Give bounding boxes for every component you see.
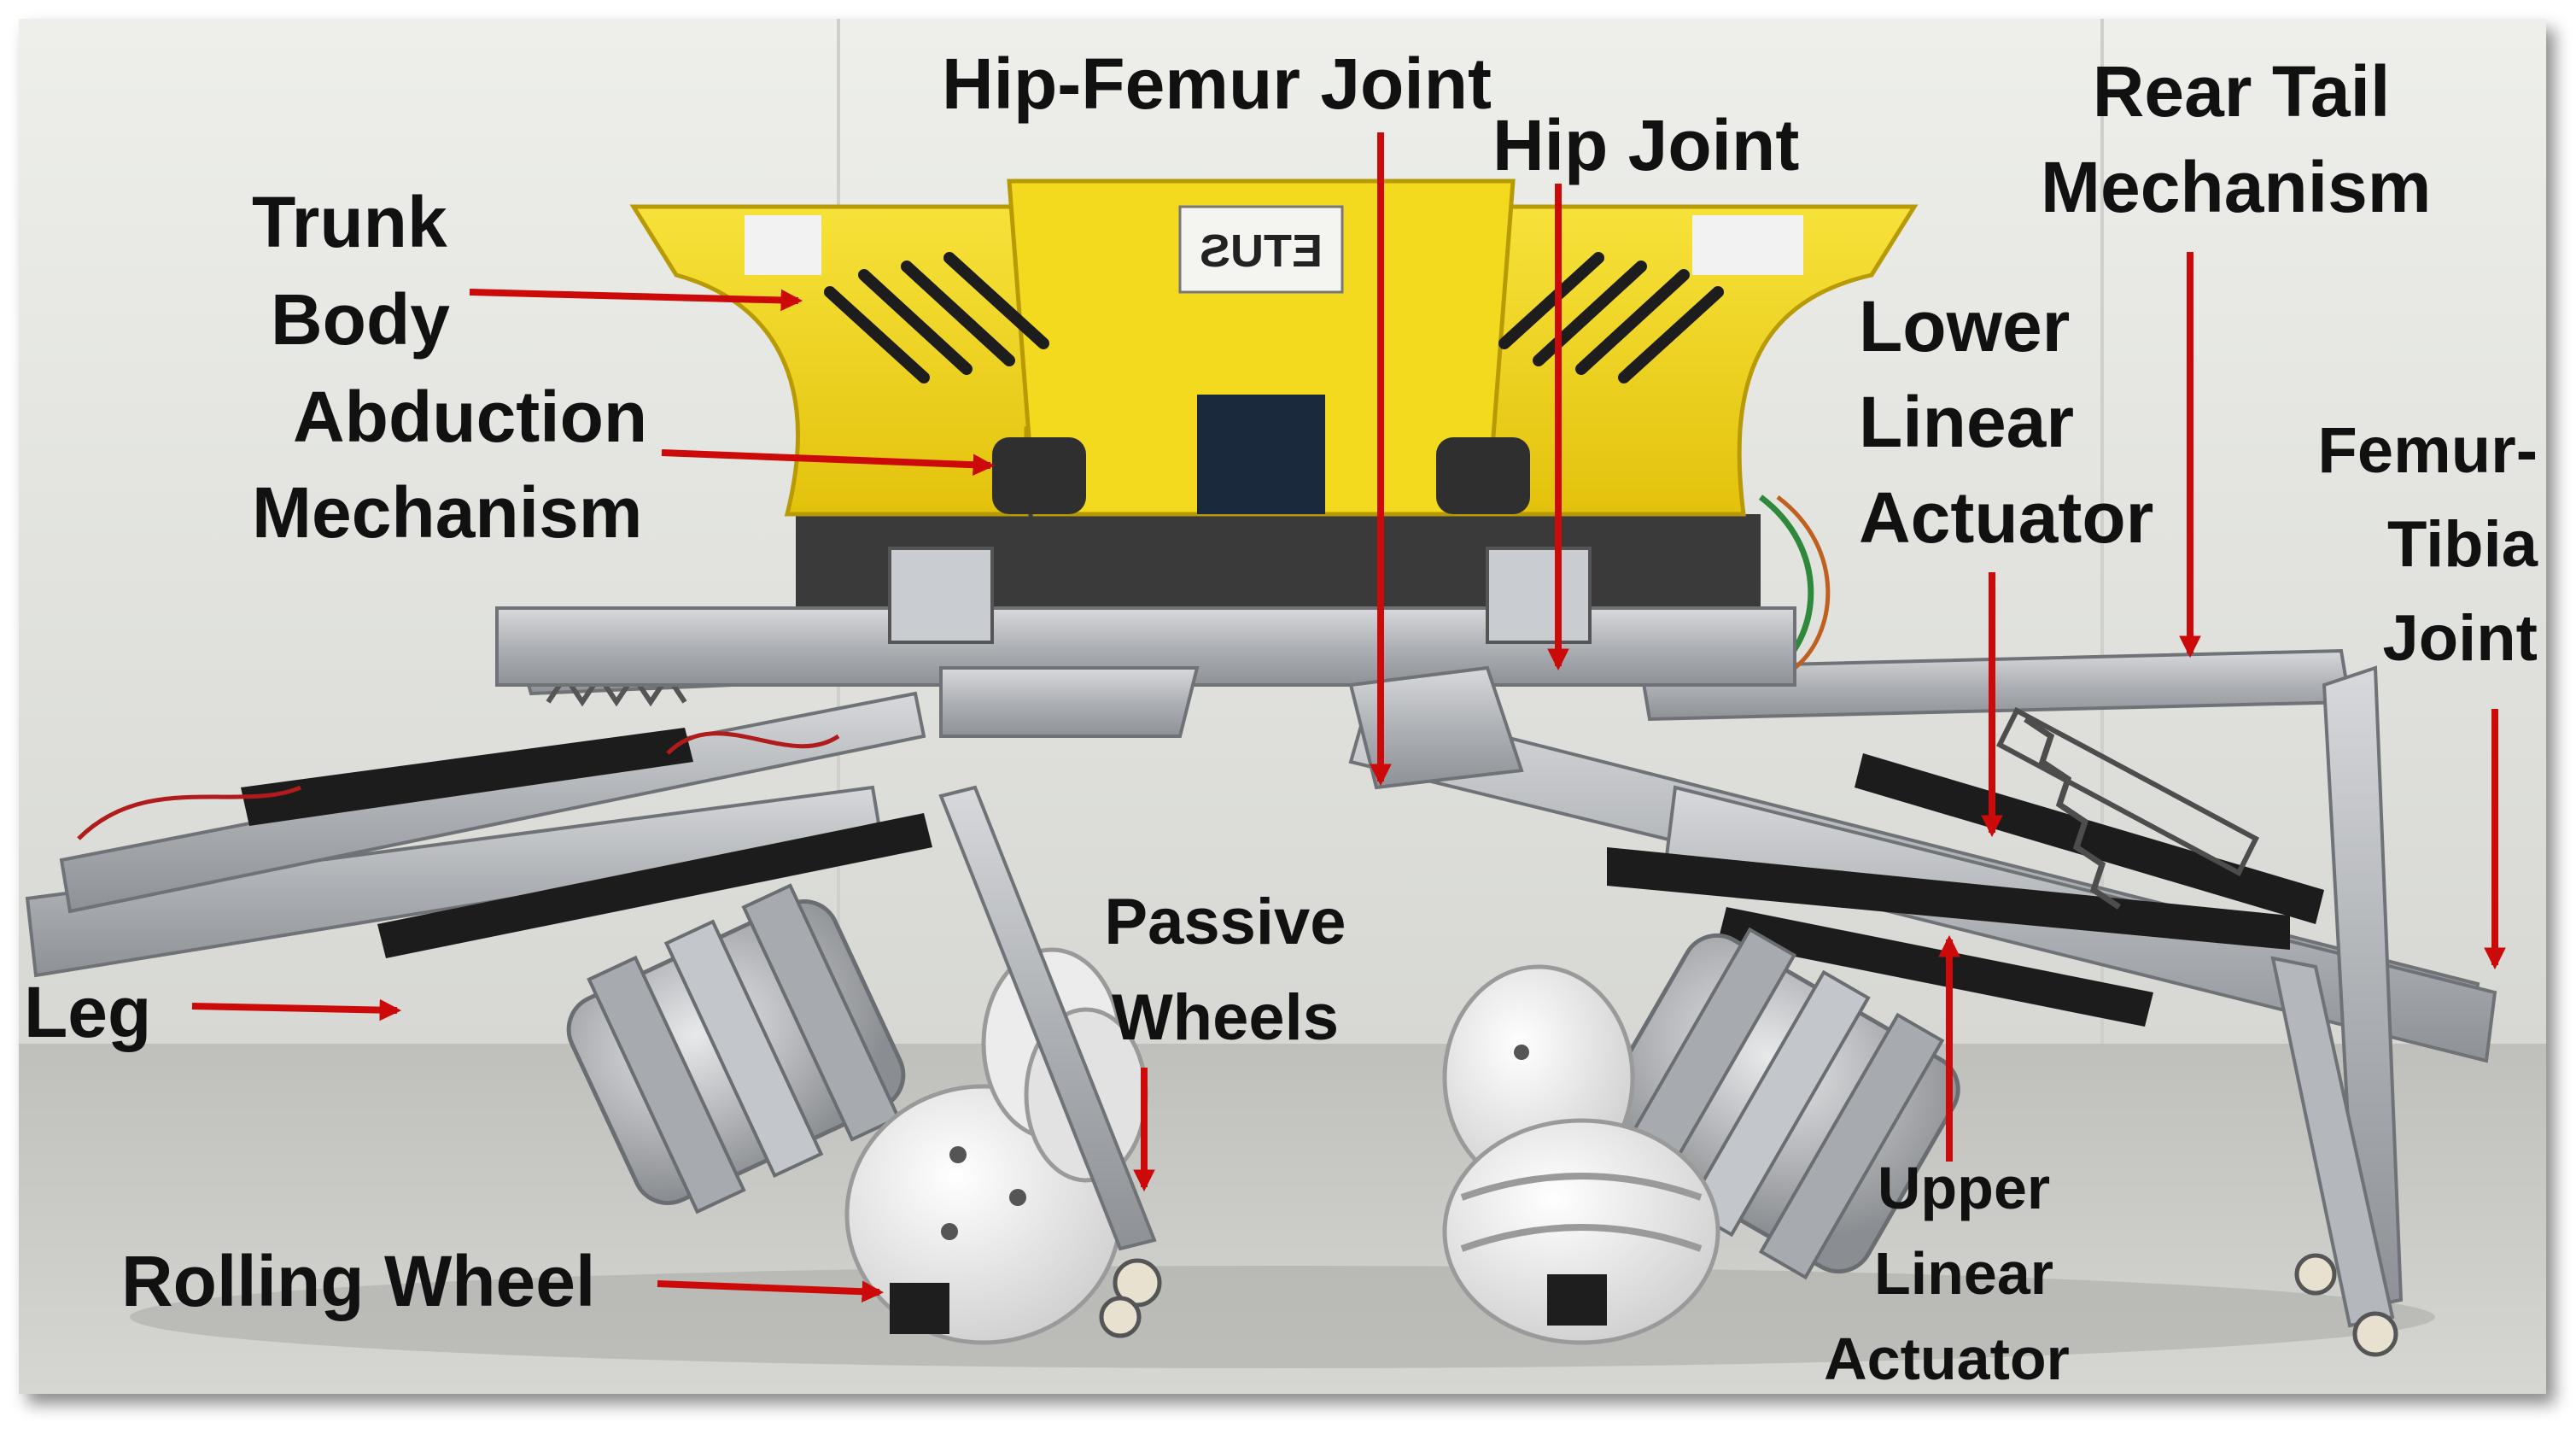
label-passive-wheels-line2: Wheels (1111, 981, 1340, 1054)
label-lower-linear-line2: Linear (1859, 382, 2075, 462)
label-passive-wheels-line1: Passive (1104, 886, 1346, 958)
label-rear-tail-line1: Rear Tail (2092, 51, 2391, 132)
label-rolling-wheel: Rolling Wheel (121, 1241, 596, 1321)
right-leg-assembly (1348, 495, 2497, 1357)
label-passive-wheels: Passive Wheels (1093, 890, 1358, 1051)
label-lower-linear-actuator: Lower Linear Actuator (1859, 290, 2153, 553)
floor-background (19, 1044, 2546, 1394)
label-femur-tibia-line1: Femur- (2317, 414, 2538, 487)
label-femur-tibia-line2: Tibia (2387, 508, 2538, 581)
label-upper-linear-actuator: Upper Linear Actuator (1802, 1158, 2092, 1389)
svg-text:ƧUTƎ: ƧUTƎ (1200, 225, 1323, 277)
label-lower-linear-line3: Actuator (1859, 477, 2154, 558)
label-abduction-mechanism: Abduction Mechanism (252, 381, 647, 548)
label-rear-tail-mechanism: Rear Tail Mechanism (2041, 51, 2432, 227)
label-femur-tibia-line3: Joint (2382, 602, 2538, 675)
robot-photo: ƧUTƎ (19, 19, 2546, 1394)
label-leg: Leg (24, 972, 152, 1052)
label-rear-tail-line2: Mechanism (2041, 147, 2432, 227)
label-trunk-line1: Trunk (252, 182, 447, 262)
label-trunk-line2: Body (271, 279, 450, 360)
label-upper-linear-line3: Actuator (1824, 1326, 2070, 1392)
label-hip-femur-joint: Hip-Femur Joint (942, 44, 1492, 124)
label-upper-linear-line2: Linear (1873, 1240, 2054, 1307)
label-femur-tibia-joint: Femur- Tibia Joint (2254, 418, 2538, 671)
label-upper-linear-line1: Upper (1877, 1155, 2051, 1221)
label-abduction-line1: Abduction (293, 377, 648, 457)
label-lower-linear-line1: Lower (1859, 286, 2071, 366)
label-hip-joint: Hip Joint (1492, 105, 1800, 185)
trunk-body-illustration: ƧUTƎ (495, 179, 1919, 790)
label-trunk-body: Trunk Body (252, 186, 450, 355)
robot-illustration: ƧUTƎ (19, 19, 2546, 1394)
label-abduction-line2: Mechanism (252, 472, 643, 553)
